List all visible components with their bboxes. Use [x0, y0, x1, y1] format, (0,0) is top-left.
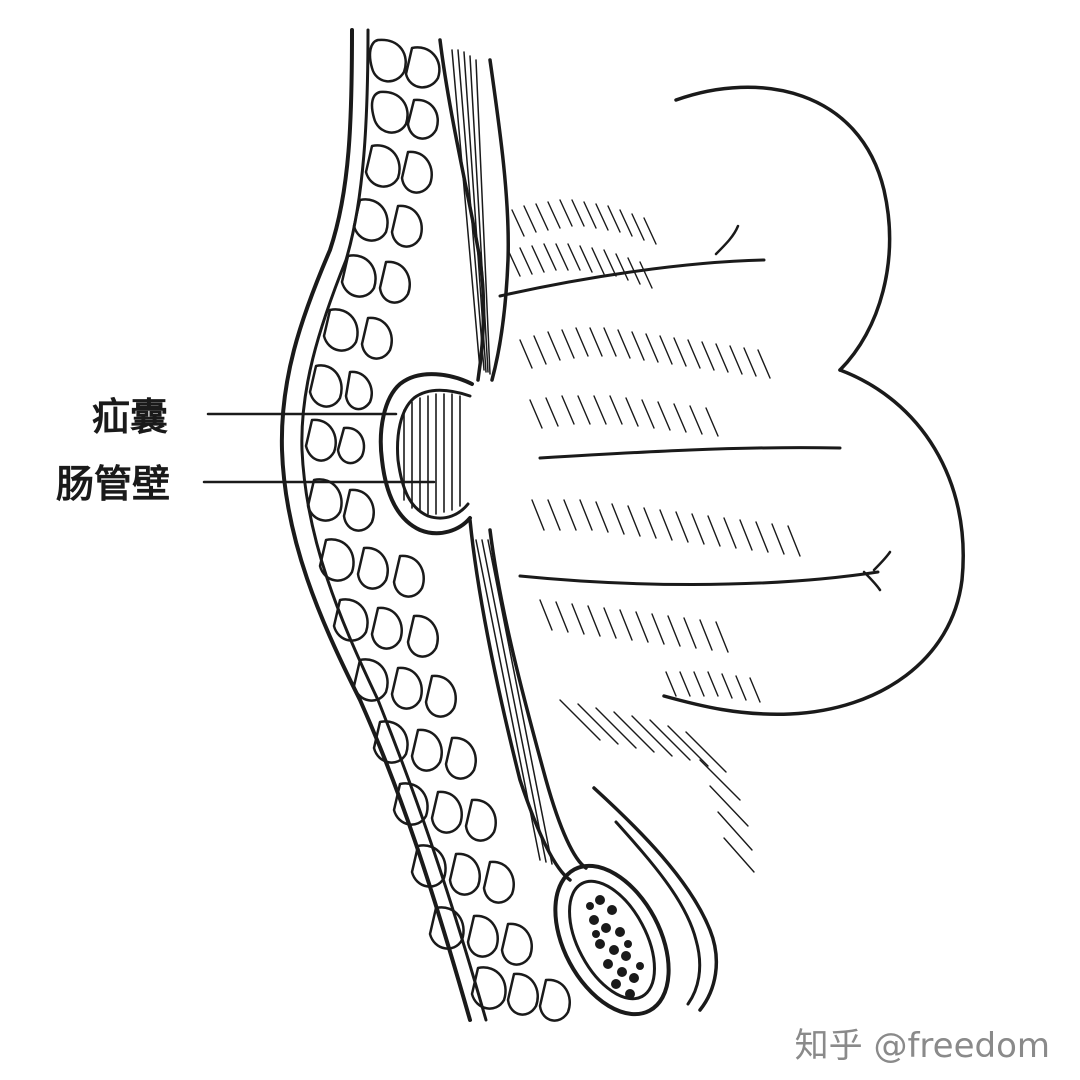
mesenteric-vessel-lower-branch-2 — [872, 550, 892, 572]
fat-lobules-lower — [306, 478, 571, 1022]
muscle-layer-lower-outer — [488, 528, 588, 870]
mesenteric-vessel-lower — [518, 570, 880, 586]
cord-cross-section-outer — [553, 863, 671, 1017]
bowel-loop-upper-outline — [674, 85, 892, 372]
mesentery-hatching — [559, 699, 755, 873]
bowel-hatching-lower — [531, 499, 801, 703]
abdominal-wall-inner-edge — [300, 28, 488, 1022]
hernia-neck-outline — [378, 372, 474, 536]
cord-stippling — [586, 895, 644, 999]
hernia-sac-inner-outline — [396, 388, 472, 520]
muscle-striations-lower — [475, 539, 553, 865]
bowel-loop-lower-outline — [662, 368, 965, 717]
label-hernia-sac: 疝囊 — [92, 394, 169, 439]
mesenteric-vessel-upper — [498, 258, 766, 298]
fold-curve-inner — [614, 820, 702, 1006]
mesenteric-vessel-lower-branch — [862, 570, 882, 592]
mesenteric-vessel-upper-branch — [714, 224, 740, 256]
muscle-striations-upper — [451, 49, 491, 375]
cord-cross-section-inner — [568, 879, 656, 1001]
bowel-hatching-middle — [519, 327, 771, 437]
watermark-text: 知乎 @freedom — [794, 1026, 1050, 1066]
hernia-sac-hatching — [403, 393, 461, 515]
muscle-layer-lower-outline — [468, 518, 572, 882]
label-bowel-wall: 肠管壁 — [56, 461, 171, 506]
fold-curve-outer — [592, 786, 719, 1012]
bowel-hatching-upper — [507, 199, 657, 289]
muscle-layer-upper-outer — [488, 58, 510, 382]
fat-lobules-upper — [304, 38, 441, 465]
mesenteric-vessel-middle — [538, 446, 842, 460]
